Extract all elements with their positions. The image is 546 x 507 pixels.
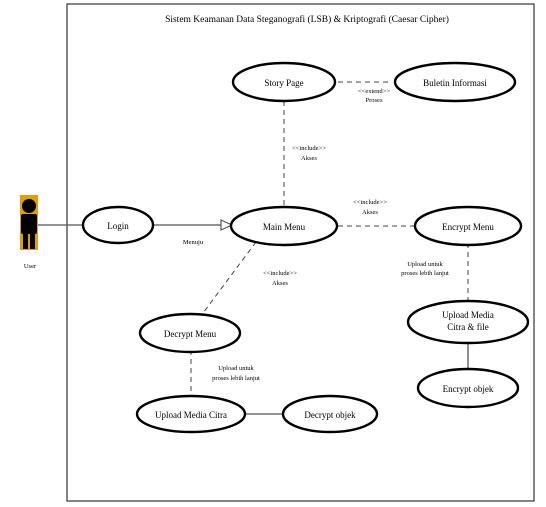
usecase-story-page-label: Story Page: [264, 78, 303, 88]
stereotype-include-story: <<include>>: [292, 145, 326, 152]
actor-icon: [20, 195, 38, 250]
usecase-encrypt-menu-label: Encrypt Menu: [442, 222, 494, 232]
usecase-encrypt-menu: Encrypt Menu: [413, 205, 523, 247]
label-upload-encrypt-1: Upload untuk: [407, 261, 443, 268]
usecase-decrypt-objek: Decrypt objek: [281, 394, 379, 434]
label-upload-decrypt-1: Upload untuk: [218, 365, 254, 372]
actor-label: User: [24, 263, 37, 270]
usecase-upload-media-file-label-2: Citra & file: [447, 322, 489, 332]
usecase-upload-media-file: Upload Media Citra & file: [406, 299, 530, 345]
stereotype-extend: <<extend>>: [358, 88, 390, 95]
arrowhead-main: [220, 219, 234, 231]
diagram-title: Sistem Keamanan Data Steganografi (LSB) …: [165, 14, 449, 25]
usecase-encrypt-objek-label: Encrypt objek: [443, 384, 494, 394]
usecase-decrypt-objek-label: Decrypt objek: [304, 410, 356, 420]
usecase-upload-media-citra: Upload Media Citra: [135, 394, 247, 434]
stereotype-include-decrypt: <<include>>: [263, 270, 297, 277]
label-akses-story: Akses: [301, 155, 317, 162]
usecase-login-label: Login: [107, 221, 129, 231]
usecase-upload-media-file-label-1: Upload Media: [442, 310, 494, 320]
usecase-decrypt-menu: Decrypt Menu: [138, 312, 242, 354]
usecase-main-menu-label: Main Menu: [263, 222, 306, 232]
usecase-bulletin: Buletin Informasi: [393, 61, 517, 103]
usecase-bulletin-label: Buletin Informasi: [423, 78, 487, 88]
label-menuju: Menuju: [183, 239, 204, 246]
label-akses-decrypt: Akses: [272, 280, 288, 287]
usecase-upload-media-citra-label: Upload Media Citra: [155, 410, 227, 420]
label-proses: Proses: [366, 97, 383, 104]
stereotype-include-encrypt: <<include>>: [353, 199, 387, 206]
usecase-login: Login: [81, 205, 155, 245]
system-boundary: [66, 3, 535, 502]
label-upload-decrypt-2: proses lebih lanjut: [212, 375, 260, 382]
usecase-story-page: Story Page: [231, 61, 337, 103]
usecase-decrypt-menu-label: Decrypt Menu: [164, 329, 217, 339]
label-akses-encrypt: Akses: [362, 209, 378, 216]
usecase-encrypt-objek: Encrypt objek: [416, 367, 520, 409]
actor-user: User: [20, 195, 38, 270]
label-upload-encrypt-2: proses lebih lanjut: [401, 270, 449, 277]
line-main-decrypt: [199, 241, 257, 318]
usecase-main-menu: Main Menu: [229, 205, 339, 247]
